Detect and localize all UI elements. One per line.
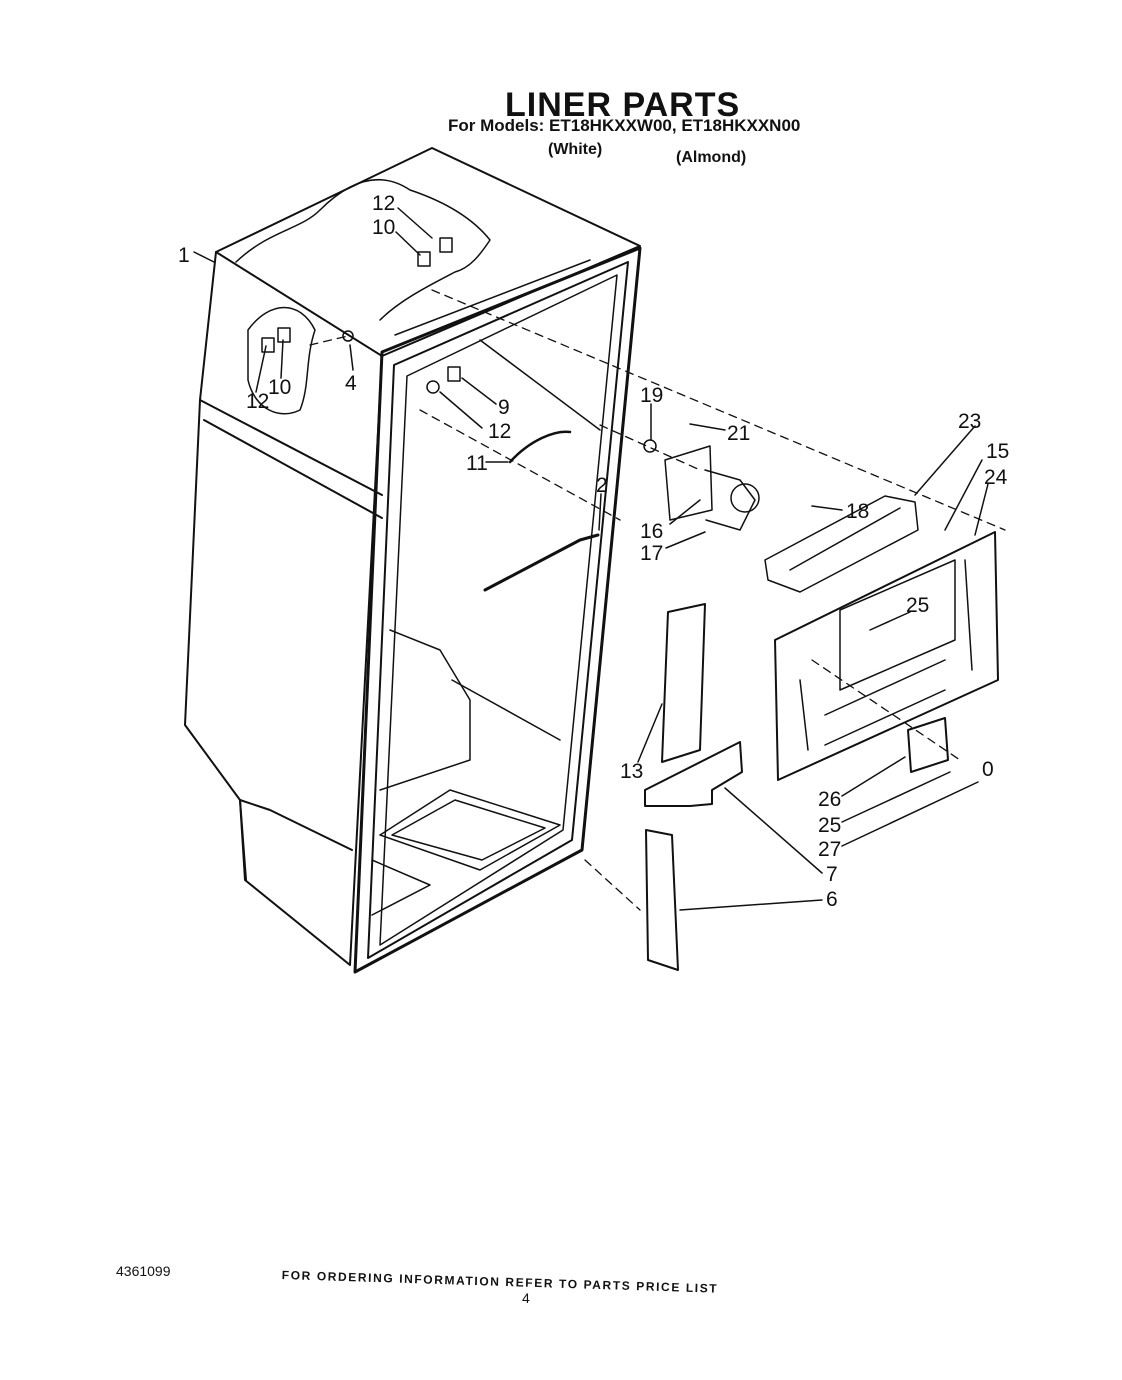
document-number: 4361099 (116, 1263, 171, 1279)
callout-label: 13 (620, 760, 643, 783)
callout-label: 26 (818, 788, 841, 811)
sensor-harness-2 (483, 533, 600, 592)
callout-label: 4 (345, 372, 357, 395)
callout-label: 11 (466, 452, 488, 475)
callout-label: 9 (498, 396, 510, 419)
leader-arrows (193, 207, 989, 911)
callout-label: 25 (818, 814, 841, 837)
callout-label: 2 (596, 474, 608, 497)
cutaway-top (235, 178, 491, 415)
callout-label: 21 (727, 422, 750, 445)
cover-23 (764, 495, 919, 593)
callout-label: 12 (246, 390, 269, 413)
callout-label: 23 (958, 410, 981, 433)
callout-labels: 1 12 10 12 10 4 9 12 11 2 19 21 16 17 18… (178, 192, 1009, 911)
assembly-lines (309, 289, 1006, 911)
callout-label: 25 (906, 594, 929, 617)
callout-label: 15 (986, 440, 1009, 463)
wire-harness-11 (508, 430, 572, 464)
callout-label: 10 (372, 216, 395, 239)
callout-label: 12 (488, 420, 511, 443)
callout-label: 10 (268, 376, 291, 399)
callout-label: 18 (846, 500, 869, 523)
page-number: 4 (522, 1290, 530, 1306)
panel-13 (661, 603, 706, 763)
callout-label: 16 (640, 520, 663, 543)
variant-white: (White) (548, 141, 603, 158)
callout-label: 6 (826, 888, 838, 911)
callout-label: 0 (982, 758, 994, 781)
callout-label: 1 (178, 244, 190, 267)
evaporator-cover-24 (774, 531, 999, 781)
callout-label: 17 (640, 542, 663, 565)
panel-6 (645, 829, 679, 971)
callout-label: 7 (826, 863, 838, 886)
small-plate-26 (907, 717, 949, 773)
callout-label: 12 (372, 192, 395, 215)
variant-almond: (Almond) (676, 149, 747, 166)
liner-front-flange (353, 246, 642, 974)
callout-label: 24 (984, 466, 1008, 489)
bracket-7 (644, 741, 743, 807)
page-title: LINER PARTS (505, 86, 741, 124)
callout-label: 19 (640, 384, 663, 407)
liner-interior (371, 259, 601, 916)
callout-label: 27 (818, 838, 841, 861)
fan-motor-assembly (643, 439, 760, 531)
models-line: For Models: ET18HKXXW00, ET18HKXXN00 (448, 116, 801, 135)
liner-cabinet (184, 147, 641, 966)
